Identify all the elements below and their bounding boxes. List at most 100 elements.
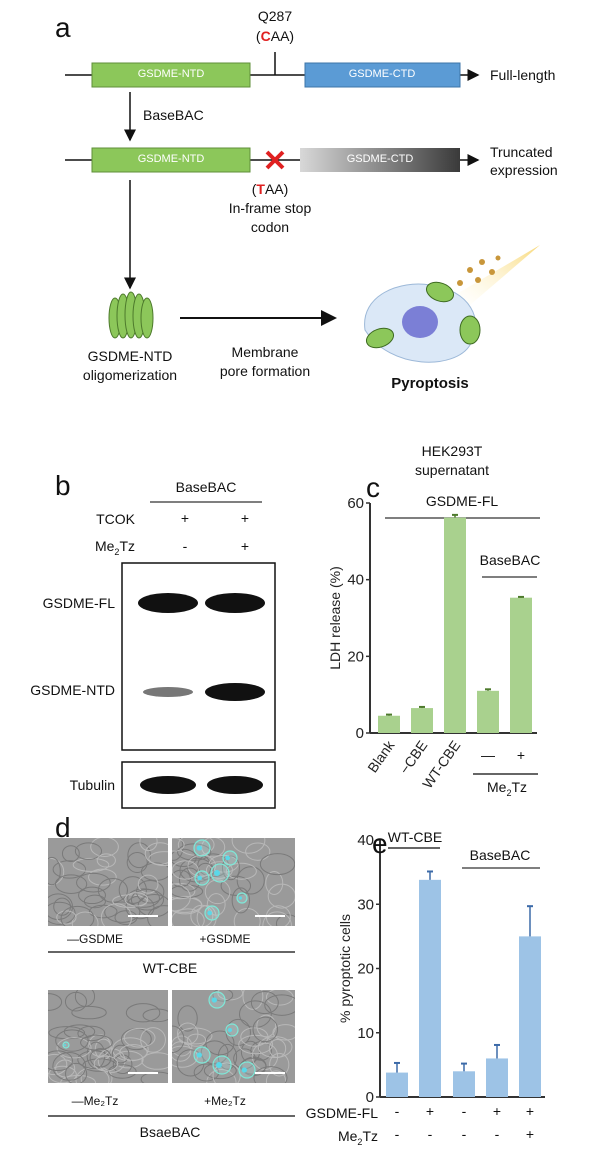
cell-outline	[240, 1027, 269, 1047]
panel-label-b: b	[55, 470, 71, 501]
cell-outline	[142, 1008, 168, 1023]
cell-outline	[140, 1027, 166, 1053]
ctd-label: GSDME-CTD	[348, 68, 416, 80]
truncated-label: Truncated expression	[490, 143, 558, 179]
panel-label-d: d	[55, 812, 71, 843]
c-sign-minus: —	[481, 747, 495, 763]
cell-outline	[148, 851, 168, 867]
cell-outline	[56, 910, 77, 925]
cell-outline	[204, 879, 231, 905]
cell-outline	[147, 905, 168, 926]
b-row2-val: -	[182, 538, 188, 554]
cell-outline	[126, 851, 148, 874]
e-condition-me2tz: +	[525, 1126, 535, 1142]
band-tub-label: Tubulin	[69, 777, 115, 793]
ctd-box-truncated	[300, 148, 460, 172]
cell-outline	[48, 1053, 68, 1076]
codon-mut: C	[260, 28, 271, 44]
cell-nucleus	[216, 1062, 222, 1068]
cell-outline	[53, 897, 71, 916]
cell-nucleus	[207, 910, 212, 916]
band-fl-2	[205, 593, 265, 613]
cell-outline	[177, 1005, 198, 1032]
cell-outline	[172, 1045, 198, 1068]
tz: Tz	[511, 779, 528, 795]
bar	[486, 1058, 508, 1097]
cell-outline	[231, 887, 251, 914]
e-condition-me2tz: -	[427, 1126, 433, 1142]
olig-1: GSDME-NTD	[87, 348, 173, 364]
e-condition-me2tz: -	[494, 1126, 500, 1142]
cell-outline	[231, 838, 266, 854]
e-condition-me2tz: -	[394, 1126, 400, 1142]
stop-mut: T	[256, 181, 265, 197]
cell-outline	[64, 991, 88, 1012]
bar	[477, 690, 499, 733]
cell-outline	[259, 853, 295, 876]
y-tick-label: 0	[366, 1089, 374, 1106]
cell-outline	[90, 838, 119, 857]
d-top-left-label: —GSDME	[66, 932, 124, 946]
cell-outline	[250, 990, 279, 1015]
cell-1: HEK293T	[421, 443, 483, 459]
cell-outline	[186, 1033, 207, 1047]
sub: 2	[114, 546, 120, 557]
e-condition-gsdme-fl: +	[492, 1103, 502, 1119]
codon-rest: AA)	[270, 28, 295, 44]
cell-outline	[233, 908, 261, 926]
cell-outline	[137, 874, 159, 894]
cell-outline	[78, 886, 106, 905]
d-top-right-label: +GSDME	[199, 932, 251, 946]
cell-outline	[56, 1037, 92, 1059]
cell-outline	[54, 874, 88, 894]
bar	[411, 708, 433, 733]
micrograph-plus-me2tz	[172, 990, 295, 1083]
release-cone	[455, 245, 540, 305]
truncated-1: Truncated	[490, 144, 553, 160]
cell-nucleus	[64, 1044, 66, 1046]
band-ntd-1	[143, 687, 193, 697]
cell-nucleus	[211, 997, 217, 1003]
cell-outline	[112, 1054, 133, 1075]
cell-outline	[88, 1034, 111, 1057]
c-fl-label: GSDME-FL	[425, 493, 499, 509]
e-bb-label: BaseBAC	[469, 847, 531, 863]
bar	[419, 879, 441, 1097]
band-fl-1	[138, 593, 198, 613]
stop-x-icon	[265, 150, 285, 170]
e-condition-me2tz: -	[461, 1126, 467, 1142]
cell-outline	[77, 1025, 106, 1042]
cell-nucleus	[241, 1067, 247, 1073]
ntd-label-2: GSDME-NTD	[137, 153, 205, 165]
bar	[386, 1072, 408, 1097]
me: Me	[94, 538, 115, 554]
cell-outline	[52, 860, 87, 879]
y-tick-label: 20	[357, 961, 374, 978]
tz: Tz	[362, 1128, 378, 1144]
e-row2-label: Me2Tz	[338, 1128, 378, 1147]
cell-2: supernatant	[415, 462, 489, 478]
cell-outline	[112, 1037, 149, 1062]
cell-outline	[172, 848, 197, 867]
truncated-2: expression	[490, 162, 558, 178]
cell-outline	[225, 862, 257, 880]
cell-outline	[172, 908, 205, 926]
cell-outline	[96, 853, 116, 868]
oligomer-icon	[108, 291, 154, 339]
cell-nucleus	[196, 845, 202, 851]
cell-outline	[141, 1052, 168, 1070]
ctd-box	[304, 62, 461, 88]
cell-outline	[74, 842, 103, 860]
c-me2tz-label: Me2Tz	[487, 779, 527, 798]
cell-outline	[206, 893, 226, 916]
cell-outline	[140, 862, 168, 881]
cell-outline	[80, 1066, 113, 1083]
cell-outline	[177, 843, 212, 861]
d-top-group: WT-CBE	[142, 960, 198, 976]
cell-outline	[269, 1052, 290, 1077]
x-tick-label: −CBE	[396, 738, 430, 777]
cell-outline	[71, 911, 99, 926]
